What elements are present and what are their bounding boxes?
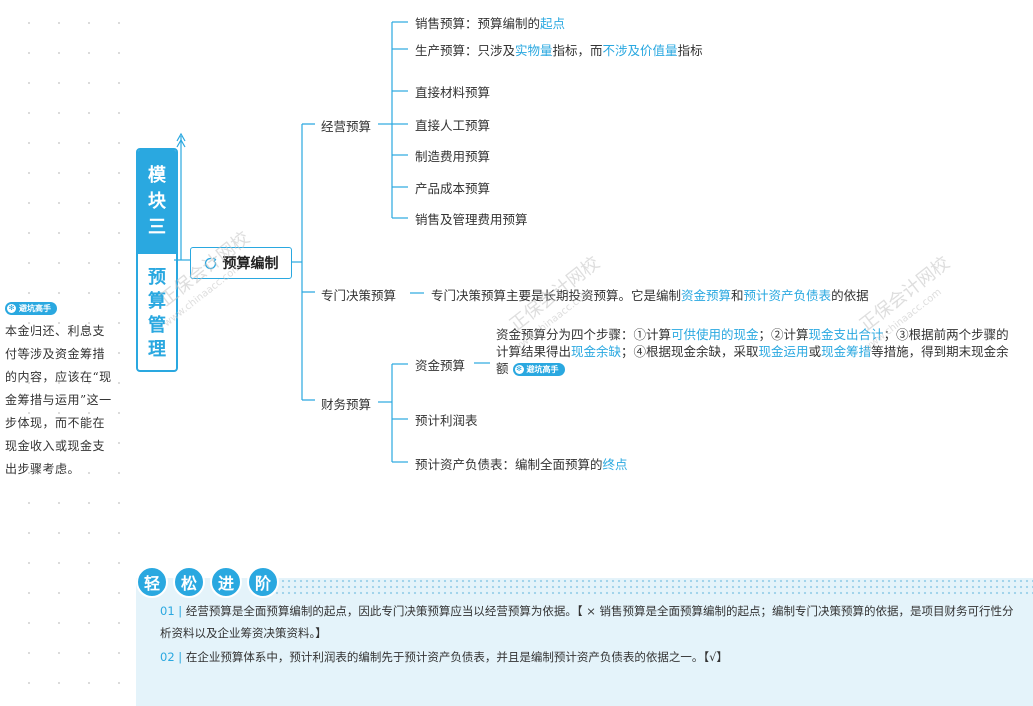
text: 的依据 [831, 288, 869, 303]
text: 资金预算分为四个步骤：①计算 [496, 327, 672, 342]
text: 指标，而 [552, 43, 603, 58]
highlight-text: 不涉及价值量 [602, 43, 678, 58]
highlight-text: 现金支出合计 [808, 327, 884, 342]
node-balance-sheet: 预计资产负债表：编制全面预算的终点 [415, 454, 628, 473]
text: ；③根据前两个步骤的计算结果得出 [496, 327, 1009, 359]
highlight-text: 资金预算 [681, 288, 732, 303]
gear-icon: ✻ [514, 365, 524, 374]
text: 生产预算：只涉及 [415, 43, 516, 58]
arrow-head [176, 132, 186, 142]
branch-financial: 财务预算 [321, 397, 372, 412]
question-1: 01 | 经营预算是全面预算编制的起点，因此专门决策预算应当以经营预算为依据。【… [160, 600, 1020, 644]
node-income-statement: 预计利润表 [415, 413, 478, 428]
text: 指标 [677, 43, 703, 58]
module-title-char: 算 [148, 291, 166, 312]
pitfall-badge-inline: ✻ 避坑高手 [512, 363, 565, 376]
arrow-head [176, 138, 186, 148]
module-box: 模 块 三 预 算 管 理 [136, 148, 178, 372]
highlight-text: 可供使用的现金 [671, 327, 759, 342]
text: 销售预算：预算编制的 [415, 16, 541, 31]
root-label: 预算编制 [222, 256, 279, 272]
question-2: 02 | 在企业预算体系中，预计利润表的编制先于预计资产负债表，并且是编制预计资… [160, 646, 1020, 668]
module-title-char: 理 [148, 339, 166, 360]
pitfall-badge-label: 避坑高手 [526, 365, 559, 374]
text: 预计资产负债表：编制全面预算的 [415, 457, 603, 472]
text: 专门决策预算主要是长期投资预算。它是编制 [431, 288, 682, 303]
text: 或 [808, 344, 822, 359]
pitfall-badge-label: 避坑高手 [19, 304, 51, 313]
node-sales-budget: 销售预算：预算编制的起点 [415, 13, 565, 32]
node-sales-admin: 销售及管理费用预算 [415, 212, 528, 227]
branch-spine [301, 123, 315, 401]
refresh-icon [204, 256, 216, 269]
root-node: 预算编制 [190, 247, 292, 279]
cash-budget-desc: 资金预算分为四个步骤：①计算可供使用的现金；②计算现金支出合计；③根据前两个步骤… [496, 326, 1021, 377]
node-direct-labor: 直接人工预算 [415, 118, 491, 133]
panel-dots [250, 578, 1033, 596]
module-title-char: 管 [148, 315, 166, 336]
title-char: 松 [173, 566, 205, 598]
highlight-text: 预计资产负债表 [743, 288, 832, 303]
title-char: 轻 [136, 566, 168, 598]
node-cash-budget: 资金预算 [415, 358, 466, 373]
highlight-text: 实物量 [515, 43, 553, 58]
text: ；②计算 [758, 327, 809, 342]
node-production-budget: 生产预算：只涉及实物量指标，而不涉及价值量指标 [415, 40, 703, 59]
branch-operating: 经营预算 [321, 119, 372, 134]
sidebar-note: 本金归还、利息支付等涉及资金筹措的内容，应该在“现金筹措与运用”这一步体现，而不… [5, 324, 112, 476]
advance-panel [136, 578, 1033, 706]
question-text: 在企业预算体系中，预计利润表的编制先于预计资产负债表，并且是编制预计资产负债表的… [185, 650, 728, 664]
highlight-text: 现金筹措 [821, 344, 872, 359]
module-label: 模 块 三 [138, 150, 176, 254]
question-text: 经营预算是全面预算编制的起点，因此专门决策预算应当以经营预算为依据。【 × 销售… [160, 604, 1014, 640]
module-title: 预 算 管 理 [138, 254, 176, 362]
advance-title: 轻 松 进 阶 [136, 566, 279, 598]
node-special-desc: 专门决策预算主要是长期投资预算。它是编制资金预算和预计资产负债表的依据 [431, 285, 869, 304]
highlight-text: 现金余缺 [571, 344, 622, 359]
highlight-text: 现金运用 [758, 344, 809, 359]
text: ；④根据现金余缺，采取 [621, 344, 759, 359]
pitfall-badge: ✻ 避坑高手 [5, 302, 57, 315]
gear-icon: ✻ [7, 304, 16, 313]
question-number: 02 | [160, 650, 183, 664]
text: 等措施，得到期末现金余额 [496, 344, 1009, 376]
node-overhead: 制造费用预算 [415, 149, 491, 164]
highlight-text: 终点 [602, 457, 628, 472]
module-label-char: 模 [148, 165, 166, 186]
node-direct-material: 直接材料预算 [415, 85, 491, 100]
title-char: 进 [210, 566, 242, 598]
highlight-text: 起点 [540, 16, 566, 31]
module-label-char: 三 [148, 217, 166, 238]
question-number: 01 | [160, 604, 183, 618]
branch-special: 专门决策预算 [321, 288, 397, 303]
title-char: 阶 [247, 566, 279, 598]
text: 和 [731, 288, 744, 303]
dot-grid-background [0, 0, 130, 706]
node-product-cost: 产品成本预算 [415, 181, 491, 196]
module-title-char: 预 [148, 267, 166, 288]
module-label-char: 块 [148, 191, 166, 212]
